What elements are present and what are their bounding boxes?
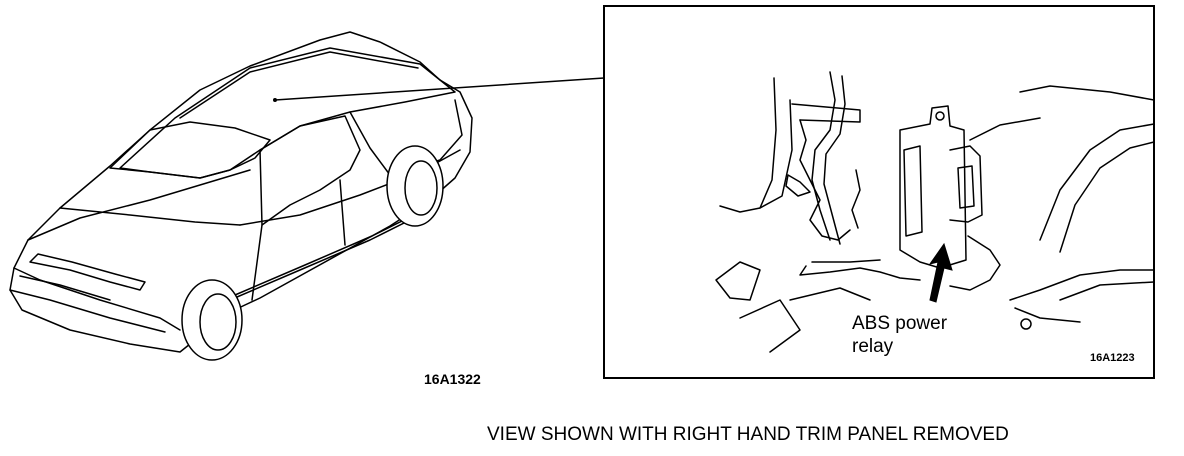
abs-power-relay-label: ABS power relay (852, 312, 947, 358)
detail-figure-code: 16A1223 (1090, 352, 1135, 364)
relay-detail-illustration (715, 71, 1155, 353)
leader-line (274, 77, 605, 101)
figure-caption: VIEW SHOWN WITH RIGHT HAND TRIM PANEL RE… (487, 424, 1009, 445)
callout-line-2: relay (852, 336, 894, 357)
car-illustration (9, 31, 473, 361)
callout-line-1: ABS power (852, 313, 948, 334)
car-figure-code: 16A1322 (424, 371, 481, 387)
detail-frame (603, 5, 1155, 379)
